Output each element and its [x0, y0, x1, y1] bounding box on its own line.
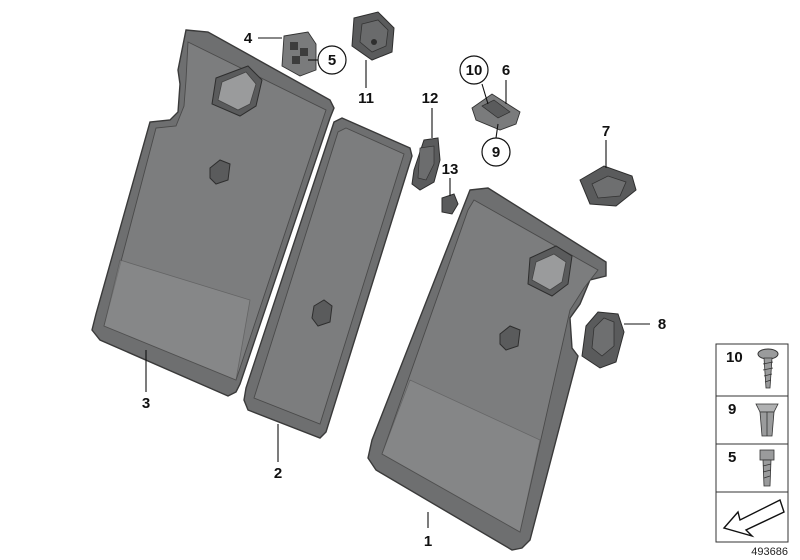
- part-12-side-bracket: [411, 137, 441, 191]
- legend-item-10: 10: [715, 343, 789, 397]
- callout-9: 9: [492, 144, 500, 161]
- part-6-cover-trim: [471, 93, 521, 131]
- part-7-handle-trim: [579, 165, 637, 207]
- callout-7: 7: [602, 123, 610, 140]
- callout-12: 12: [422, 90, 439, 107]
- part-4-latch-bracket: [281, 31, 317, 77]
- callout-3: 3: [142, 395, 150, 412]
- callout-10-circle: [459, 55, 489, 85]
- callout-5-circle: [317, 45, 347, 75]
- clip-nut-icon: [755, 403, 779, 437]
- fastener-legend: 10 9 5: [715, 343, 789, 543]
- callout-5: 5: [328, 52, 336, 69]
- arrow-icon: [722, 499, 785, 538]
- legend-label-9: 9: [728, 401, 736, 418]
- part-3-left-backrest-panel: [91, 29, 335, 397]
- bolt-icon: [759, 449, 775, 487]
- part-2-middle-panel: [243, 117, 413, 439]
- leader-lines: [145, 37, 650, 528]
- legend-label-10: 10: [726, 349, 743, 366]
- callout-11: 11: [358, 90, 374, 107]
- part-1-right-backrest-panel: [367, 187, 607, 551]
- callout-10: 10: [466, 62, 483, 79]
- diagram-number: 493686: [751, 546, 788, 558]
- callout-6: 6: [502, 62, 510, 79]
- legend-item-5: 5: [715, 443, 789, 493]
- part-13-clip: [441, 193, 459, 215]
- screw-icon: [757, 348, 779, 389]
- legend-arrow-box: [715, 491, 789, 543]
- legend-item-9: 9: [715, 395, 789, 445]
- callout-1: 1: [424, 533, 432, 550]
- part-8-side-cover: [581, 311, 625, 369]
- callout-2: 2: [274, 465, 282, 482]
- callout-4: 4: [244, 30, 253, 47]
- part-11-latch-cover: [351, 11, 395, 61]
- legend-label-5: 5: [728, 449, 736, 466]
- callout-13: 13: [442, 161, 459, 178]
- callout-9-circle: [481, 137, 511, 167]
- callout-8: 8: [658, 316, 666, 333]
